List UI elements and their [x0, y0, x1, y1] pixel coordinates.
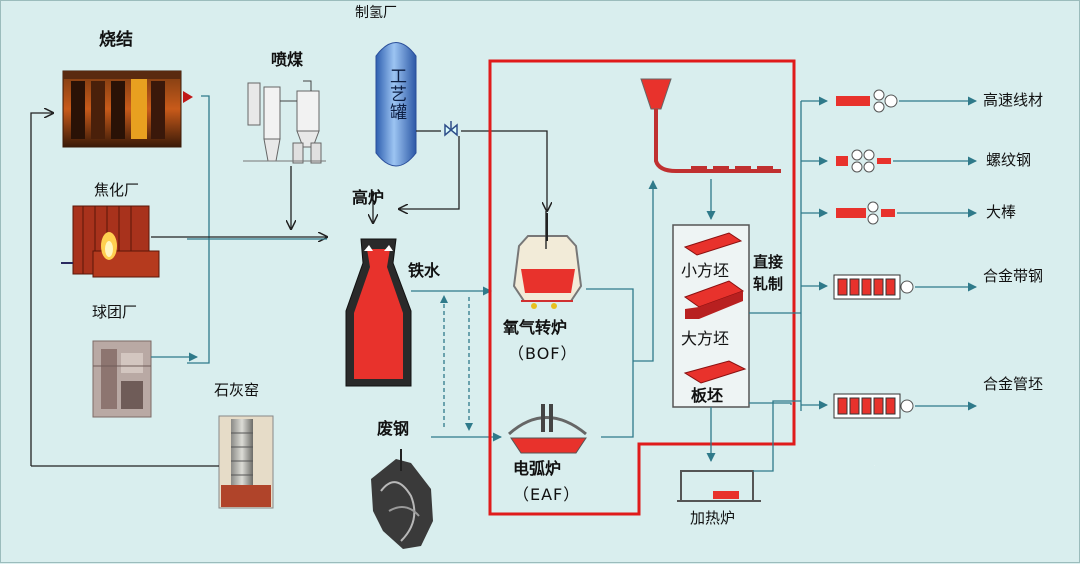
high-speed-wire-label: 高速线材 — [983, 93, 1043, 108]
mill-trunk-lines — [801, 101, 827, 411]
alloy-tube-blank-label: 合金管坯 — [983, 377, 1043, 392]
alloy-strip-label: 合金带钢 — [983, 269, 1043, 284]
sintering-label: 烧结 — [99, 32, 133, 49]
sintering-plant-image — [63, 71, 193, 147]
reheating-furnace-shape — [677, 471, 761, 501]
coal-injection-label: 喷煤 — [271, 52, 303, 68]
left-connectors — [31, 96, 373, 466]
coking-plant-image — [61, 206, 159, 277]
eaf-label-cn: 电弧炉 — [513, 461, 561, 477]
coal-injection-image — [243, 81, 326, 163]
bof-label-cn: 氧气转炉 — [503, 320, 567, 336]
steelmaking-to-caster-lines — [586, 181, 653, 437]
rebar-mill-shape — [836, 150, 891, 172]
eaf-label-en: （EAF） — [513, 487, 580, 503]
hot-metal-label: 铁水 — [408, 263, 440, 279]
lime-kiln-image — [219, 416, 273, 508]
valve-icon — [445, 121, 457, 135]
blast-furnace-label: 高炉 — [352, 190, 384, 206]
large-bar-mill-shape — [836, 202, 895, 224]
pellet-plant-image — [93, 341, 151, 417]
rebar-label: 螺纹钢 — [986, 153, 1031, 168]
eaf-vessel-shape — [509, 404, 586, 453]
direct-rolling-label-2: 轧制 — [753, 277, 783, 292]
continuous-caster-shape — [641, 79, 781, 172]
direct-rolling-label-1: 直接 — [753, 255, 783, 270]
scrap-pile-image — [371, 449, 433, 549]
scrap-label: 废钢 — [377, 421, 409, 437]
lime-kiln-label: 石灰窑 — [214, 383, 259, 398]
process-tank-label: 工艺罐 — [387, 67, 404, 121]
wire-mill-shape — [836, 90, 897, 112]
bof-vessel-shape — [514, 211, 581, 309]
pellet-plant-label: 球团厂 — [92, 305, 137, 320]
coking-plant-label: 焦化厂 — [94, 183, 139, 198]
strip-mill-shape — [834, 275, 913, 299]
product-arrows — [893, 101, 976, 406]
dot-mark: . — [874, 462, 875, 467]
tube-mill-shape — [834, 394, 913, 418]
slab-label: 板坯 — [691, 388, 723, 404]
billet-box — [673, 225, 749, 407]
small-billet-label: 小方坯 — [681, 263, 729, 279]
hydrogen-lines — [399, 131, 547, 211]
hydrogen-plant-label: 制氢厂 — [355, 6, 397, 20]
blast-furnace-shape — [346, 239, 411, 386]
feed-lines — [411, 291, 501, 437]
large-bar-label: 大棒 — [986, 205, 1016, 220]
bof-label-en: （BOF） — [508, 346, 578, 362]
reheating-furnace-label: 加热炉 — [690, 511, 735, 526]
large-billet-label: 大方坯 — [681, 331, 729, 347]
